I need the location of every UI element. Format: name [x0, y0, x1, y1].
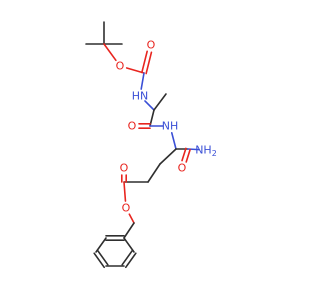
- bond-c_est-o_est: [123, 181, 127, 202]
- atom-label-o_carb: O: [147, 39, 156, 52]
- bond-o_est-c_bn: [128, 213, 135, 224]
- atom-label-nh_boc: HN: [132, 90, 149, 103]
- double-bond-ph5-ph6: [124, 252, 137, 269]
- atom-label-o_ester1: O: [116, 60, 125, 73]
- atom-label-o_est: O: [122, 202, 131, 215]
- atom-label-nh_amide: NH: [162, 120, 179, 133]
- bond-ph6-ph1: [123, 237, 135, 253]
- bond-tbu_c-o_ester1: [103, 43, 117, 62]
- double-bond-ph3-ph4: [93, 252, 106, 269]
- double-bond-ph3-ph4-b: [96, 249, 109, 266]
- double-bond-c_carb-o_carb-b: [141, 50, 148, 74]
- bond-c_carb-nh_boc: [140, 72, 145, 90]
- atom-label-o_est_dbl: O: [120, 162, 129, 175]
- bond-layer: [85, 21, 200, 269]
- bond-c_bn-ph1: [123, 222, 135, 239]
- double-bond-ph5-ph6-b: [121, 249, 134, 266]
- bond-c_ala-c_amide: [149, 109, 155, 127]
- bond-c_b-c_g: [147, 163, 161, 183]
- double-bond-c_prim-o_prim-b: [185, 148, 191, 163]
- atom-label-o_amide: O: [128, 120, 137, 133]
- atom-label-o_prim: O: [178, 162, 187, 175]
- bond-c_glu-c_b: [159, 148, 177, 165]
- bond-nh_boc-c_ala: [144, 100, 155, 111]
- atom-label-nh2: NH2: [195, 144, 217, 158]
- double-bond-c_carb-o_carb: [145, 51, 153, 75]
- double-bond-c_prim-o_prim: [181, 147, 187, 162]
- bond-ph2-ph3: [95, 237, 107, 253]
- bond-c_ala-c_ala_me: [153, 93, 167, 111]
- bond-nh_amide-c_glu: [170, 131, 177, 150]
